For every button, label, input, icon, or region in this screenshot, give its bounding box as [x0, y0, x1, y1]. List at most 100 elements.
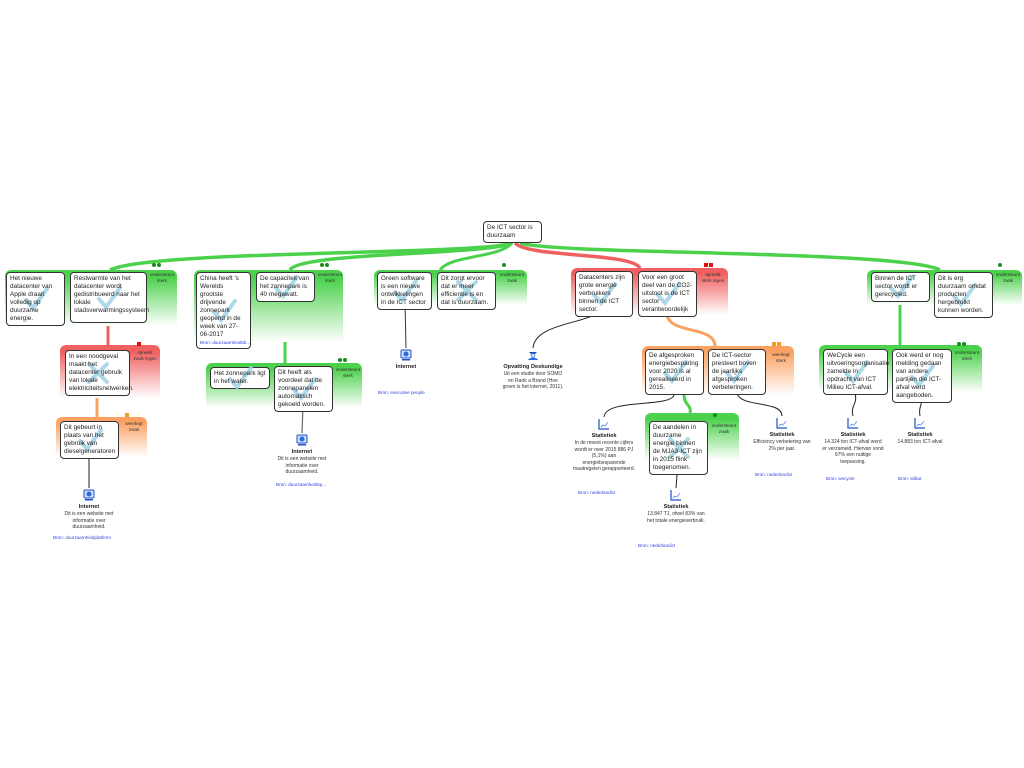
relation-label: ondersteunt zwak [499, 272, 525, 283]
claim-text: De capaciteit van het zonnepark is 40 me… [260, 275, 310, 298]
claim-box[interactable]: Ook werd er nog melding gedaan van ander… [892, 349, 952, 403]
claim-box[interactable]: Het zonnepark ligt in het water. [210, 366, 270, 391]
chart-icon [670, 488, 682, 501]
strength-dot [320, 263, 324, 267]
claim-text: Het zonnepark ligt in het water. [214, 370, 266, 385]
strength-indicator [772, 342, 781, 346]
strength-dot [704, 263, 708, 267]
globe-monitor-icon [400, 348, 412, 361]
strength-dot [772, 342, 776, 346]
claim-box[interactable]: Green software is een nieuwe ontwikkelin… [377, 272, 432, 310]
claim-box[interactable]: Dit is erg duurzaam omdat producten herg… [934, 272, 993, 318]
source-link[interactable]: Bron: nederlandict [638, 543, 676, 548]
source-globe-monitor[interactable]: Internet [375, 348, 437, 371]
source-type: Opvatting Deskundige [503, 364, 563, 370]
strength-dot [998, 263, 1002, 267]
strength-dot [957, 342, 961, 346]
strength-indicator [320, 263, 329, 267]
strength-dot [325, 263, 329, 267]
strength-dot [157, 263, 161, 267]
claim-box[interactable]: In een noodgeval maakt het datacenter ge… [65, 350, 134, 396]
relation-label: ondersteunt zwak [995, 272, 1021, 283]
relation-label: weerlegt sterk [772, 352, 790, 363]
relation-label: spreekt sterk tegen [701, 272, 725, 283]
source-description: 13.847 TJ, ofwel 83% van het totale ener… [647, 511, 705, 524]
claim-text: Green software is een nieuwe ontwikkelin… [381, 275, 426, 306]
source-type: Internet [291, 449, 313, 455]
source-description: Dit is een website met informatie over d… [64, 511, 114, 530]
claim-box[interactable]: De capaciteit van het zonnepark is 40 me… [256, 272, 315, 302]
source-link[interactable]: Bron: wecycle [826, 476, 855, 481]
strength-dot [338, 358, 342, 362]
strength-indicator [502, 263, 506, 267]
globe-monitor-icon [83, 488, 95, 501]
source-link[interactable]: Bron: executive people [378, 390, 425, 395]
source-description: In de meest recente cijfers wordt er ove… [573, 440, 635, 472]
source-link[interactable]: Bron: stibat [898, 476, 922, 481]
source-type: Statistiek [663, 504, 689, 510]
relation-label: ondersteunt sterk [317, 272, 343, 283]
strength-indicator [998, 263, 1002, 267]
claim-box[interactable]: Het nieuwe datacenter van Apple draait v… [6, 272, 65, 326]
claim-text: In een noodgeval maakt het datacenter ge… [69, 353, 134, 392]
strength-indicator [957, 342, 966, 346]
source-link[interactable]: Bron: duurzaamheidsb... [200, 340, 251, 345]
claim-box[interactable]: Voor een groot deel van de CO2-uitstoot … [638, 271, 697, 317]
claim-box[interactable]: Datacenters zijn grote energie verbruike… [575, 271, 633, 317]
source-description: 14.883 ton ICT-afval [897, 439, 943, 445]
claim-text: Datacenters zijn grote energie verbruike… [579, 274, 625, 313]
source-link[interactable]: Bron: nederlandict [755, 472, 793, 477]
claim-text: Binnen de ICT sector wordt er gerecycled… [875, 275, 918, 298]
support-line [682, 394, 692, 414]
claim-text: China heeft 's Werelds grootste drijvend… [200, 275, 241, 338]
claim-box[interactable]: De aandelen in duurzame energie binnen d… [649, 421, 708, 475]
claim-text: Voor een groot deel van de CO2-uitstoot … [642, 274, 693, 313]
claim-box[interactable]: Binnen de ICT sector wordt er gerecycled… [871, 272, 930, 302]
relation-label: spreekt zwak tegen [133, 350, 157, 361]
strength-dot [343, 358, 347, 362]
source-type: Statistiek [769, 432, 795, 438]
source-description: Dit is een website met informatie over d… [277, 456, 327, 475]
claim-text: Dit heeft als voordeel dat de zonnepanel… [278, 369, 325, 408]
root-to-group [109, 241, 513, 272]
claim-text: Dit gebeurt in plaats van het gebruik va… [64, 424, 116, 455]
source-line [603, 394, 675, 418]
claim-box[interactable]: Dit zorgt ervoor dat er meer efficientie… [437, 272, 496, 310]
source-description: Uit een studie door SOMO en Rank a Brand… [502, 371, 564, 390]
root-to-group [288, 241, 513, 272]
claim-box[interactable]: China heeft 's Werelds grootste drijvend… [196, 272, 251, 349]
claim-box[interactable]: Dit gebeurt in plaats van het gebruik va… [60, 421, 119, 459]
source-description: Efficiency verbetering van 2% per jaar. [753, 439, 811, 452]
claim-text: WeCycle een uitvoeringsorganisatie zamel… [827, 352, 890, 391]
source-description: 14.324 ton ICT-afval werd er verzameld. … [822, 439, 884, 465]
source-link[interactable]: Bron: nederlandict [578, 490, 616, 495]
claim-text: Restwarmte van het datacenter wordt gedi… [74, 275, 150, 314]
globe-monitor-icon [296, 433, 308, 446]
source-type: Internet [395, 364, 417, 370]
strength-dot [777, 342, 781, 346]
claim-box[interactable]: De ICT-sector presteert boven de jaarlij… [708, 349, 766, 395]
source-type: Statistiek [840, 432, 866, 438]
chart-icon [598, 417, 610, 430]
source-link[interactable]: Bron: duurzaamheidplatform [53, 535, 111, 540]
relation-label: weerlegt zwak [125, 421, 143, 432]
chart-icon [914, 416, 926, 429]
root-to-group [519, 241, 941, 272]
claim-box[interactable]: Restwarmte van het datacenter wordt gedi… [70, 272, 150, 323]
source-link[interactable]: Bron: duurzaamheidsp... [276, 482, 327, 487]
strength-indicator [704, 263, 713, 267]
root-to-group [513, 241, 642, 270]
root-claim[interactable]: De ICT sector is duurzaam [483, 221, 542, 243]
claim-box[interactable]: De afgesproken energiebesparing voor 202… [645, 349, 704, 395]
claim-text: Het nieuwe datacenter van Apple draait v… [10, 275, 53, 322]
claim-box[interactable]: Dit heeft als voordeel dat de zonnepanel… [274, 366, 333, 412]
claim-box[interactable]: WeCycle een uitvoeringsorganisatie zamel… [823, 349, 890, 395]
